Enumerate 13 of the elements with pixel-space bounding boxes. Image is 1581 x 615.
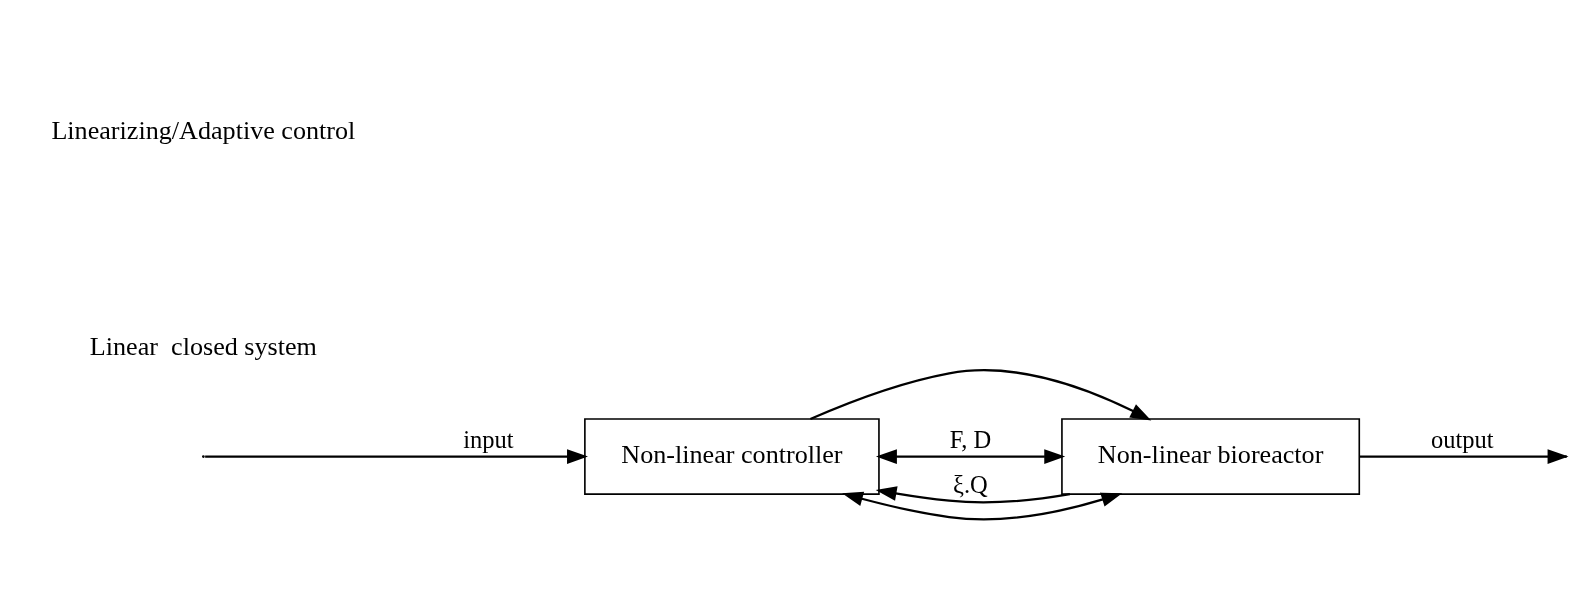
edge-label: output [1430, 426, 1494, 454]
arrow [842, 491, 1123, 521]
node-box: Non-linear bioreactor [1061, 418, 1361, 495]
edge-label: ξ.Q [953, 470, 988, 498]
edge-label: input [463, 426, 514, 454]
label: Linear closed system [89, 331, 317, 361]
arrow [809, 369, 1152, 421]
arrow [205, 449, 588, 464]
edge-label: F, D [949, 426, 992, 454]
arrow [875, 486, 1071, 504]
node-box: Non-linear controller [584, 418, 880, 495]
label: Linearizing/Adaptive control [51, 116, 356, 146]
arrow [875, 449, 1066, 464]
